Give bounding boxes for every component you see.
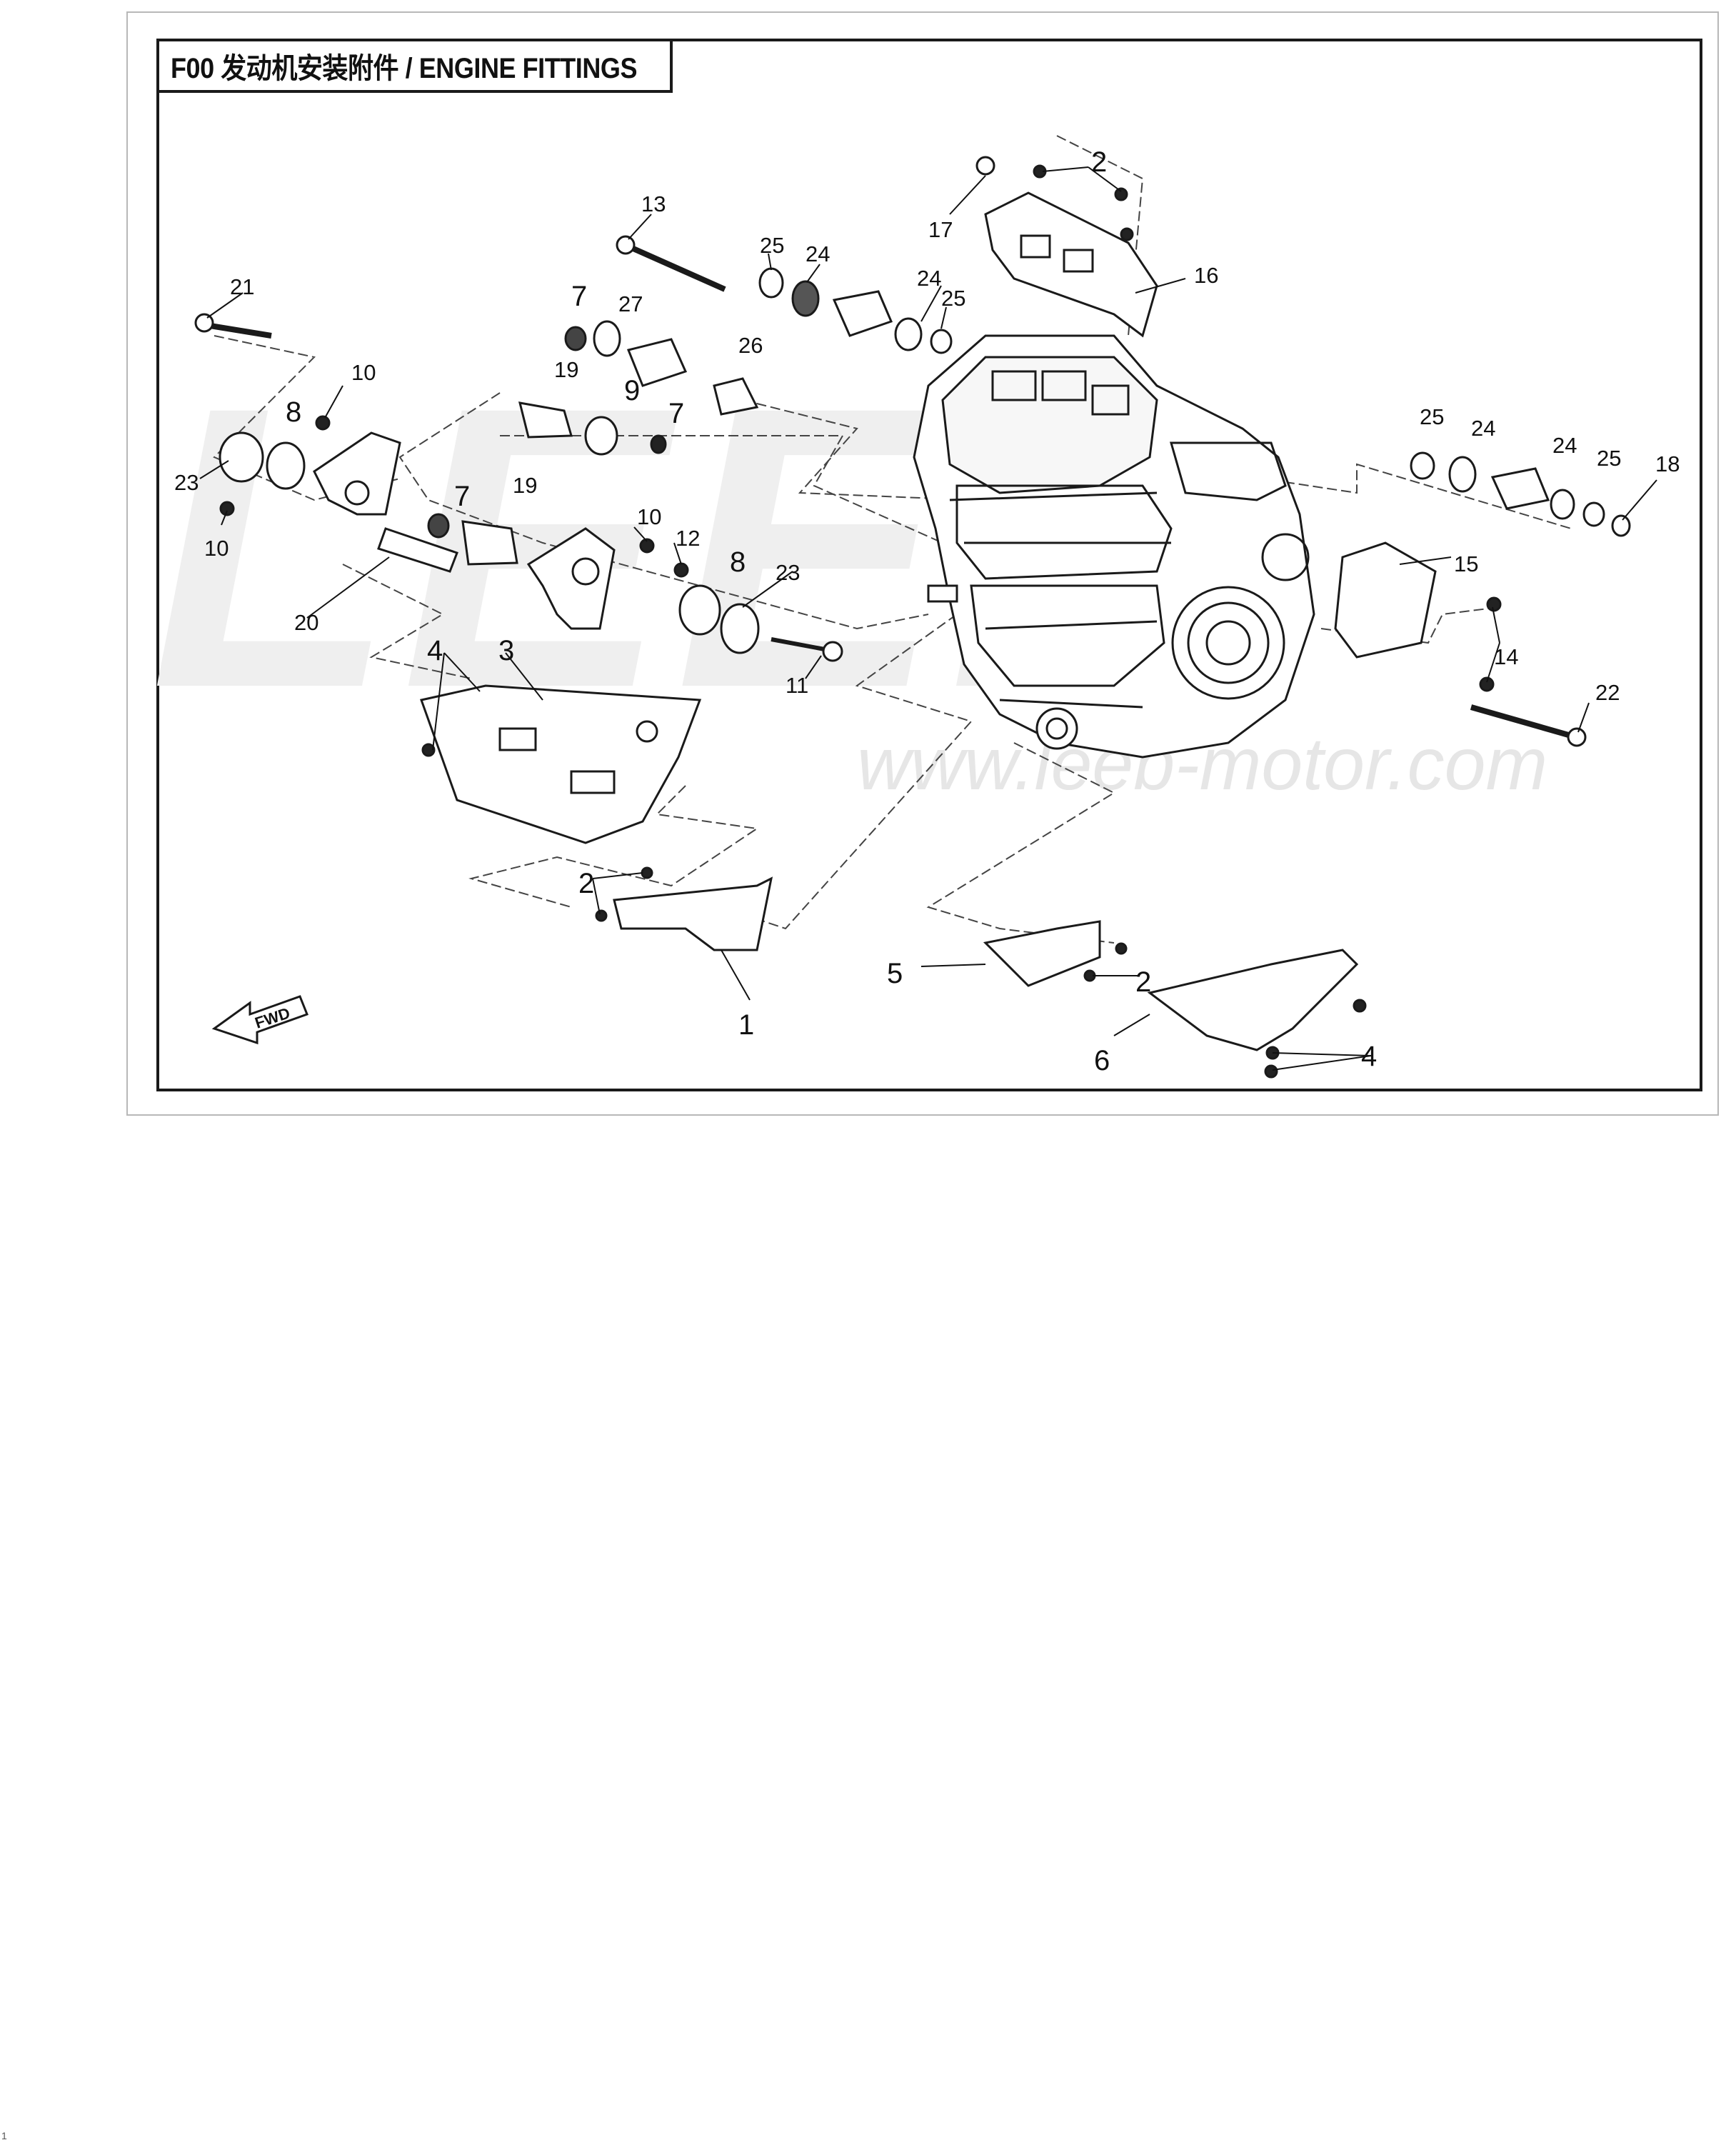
callout-7-mid: 7 <box>668 398 684 429</box>
part-16-top-plate <box>975 156 1158 338</box>
callout-12: 12 <box>676 526 700 551</box>
callout-25-right-b: 25 <box>1597 446 1621 471</box>
callout-19-left: 19 <box>513 473 537 498</box>
callout-25-right-a: 25 <box>1420 404 1444 429</box>
callout-1: 1 <box>738 1009 754 1041</box>
callout-3: 3 <box>498 635 514 666</box>
callout-4-right: 4 <box>1361 1041 1377 1072</box>
callout-8-mid: 8 <box>730 546 746 578</box>
callout-20: 20 <box>294 610 318 635</box>
callout-17: 17 <box>928 217 953 242</box>
callout-9: 9 <box>624 375 640 406</box>
diagram-frame <box>156 39 1702 1091</box>
callout-4-left: 4 <box>427 635 443 666</box>
callout-7-left: 7 <box>454 481 470 512</box>
callout-24-right-a: 24 <box>1471 416 1495 441</box>
callout-2-bottom-right: 2 <box>1135 966 1151 998</box>
callout-15: 15 <box>1454 551 1478 576</box>
callout-6: 6 <box>1094 1045 1110 1076</box>
callout-2-top: 2 <box>1091 146 1107 178</box>
callout-13: 13 <box>641 191 666 216</box>
callout-7-top: 7 <box>571 281 587 312</box>
callout-27: 27 <box>618 291 643 316</box>
watermark: LEEB www.leeb-motor.com <box>150 324 1547 806</box>
callout-2-bottom-left: 2 <box>578 868 594 899</box>
callout-24-top-b: 24 <box>917 266 941 291</box>
callout-10-mid: 10 <box>637 504 661 529</box>
callout-5: 5 <box>887 958 903 989</box>
callout-18: 18 <box>1655 451 1680 476</box>
callout-11: 11 <box>786 673 808 698</box>
exploded-parts-diagram: LEEB www.leeb-motor.com <box>150 135 1680 1079</box>
leader-lines <box>199 166 1657 1071</box>
callout-25-top-b: 25 <box>941 286 965 311</box>
callout-24-top-a: 24 <box>806 241 830 266</box>
callout-10-top: 10 <box>351 360 376 385</box>
bushings-and-spacers <box>219 267 1631 654</box>
page-number: 1 <box>1 2130 7 2141</box>
callout-23-mid: 23 <box>776 560 800 585</box>
callout-21: 21 <box>230 274 254 299</box>
callout-26: 26 <box>738 333 763 358</box>
callout-22: 22 <box>1595 680 1620 705</box>
callout-23-left: 23 <box>174 470 199 495</box>
callout-19-top: 19 <box>554 357 578 382</box>
callout-8-left: 8 <box>286 396 301 428</box>
bolts <box>194 235 1587 1079</box>
callout-25-top-a: 25 <box>760 233 784 258</box>
brackets <box>313 431 1437 1051</box>
callout-24-right-b: 24 <box>1552 433 1577 458</box>
callout-14: 14 <box>1494 644 1518 669</box>
engine-assembly <box>913 334 1315 759</box>
title-box: F00 发动机安装附件 / ENGINE FITTINGS <box>156 39 673 93</box>
fwd-arrow: FWD <box>211 995 308 1045</box>
callout-10-left: 10 <box>204 536 229 561</box>
callout-labels: 1 2 2 2 3 4 4 5 6 7 7 7 8 8 9 10 10 10 1… <box>174 146 1680 1076</box>
callout-16: 16 <box>1194 263 1218 288</box>
page-title: F00 发动机安装附件 / ENGINE FITTINGS <box>171 53 638 84</box>
